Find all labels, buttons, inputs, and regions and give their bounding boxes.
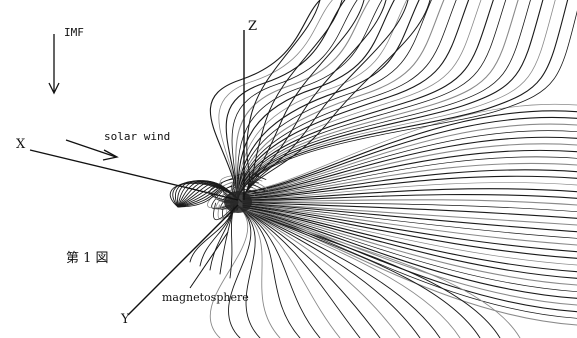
imf-label: IMF: [64, 26, 84, 39]
tail-field-line: [243, 211, 577, 312]
x-axis-label: X: [16, 137, 26, 152]
z-axis-label: Z: [248, 19, 257, 34]
open-field-line-top: [244, 0, 364, 196]
y-axis-label: Y: [120, 312, 130, 327]
magnetosphere-label: magnetosphere: [162, 291, 249, 304]
solar-wind-label: solar wind: [104, 130, 170, 143]
open-field-lines-upward: [210, 0, 577, 198]
open-field-line-up: [238, 0, 568, 198]
open-field-line-up: [238, 0, 469, 198]
open-field-line-top: [244, 0, 408, 196]
tail-field-line: [243, 131, 577, 195]
open-field-line-up: [238, 0, 518, 198]
earth-core: [224, 191, 252, 213]
open-field-line-down: [238, 206, 260, 338]
open-field-line-up: [238, 0, 555, 198]
figure-caption: 第 1 図: [66, 251, 109, 266]
x-axis-line: [30, 150, 238, 200]
